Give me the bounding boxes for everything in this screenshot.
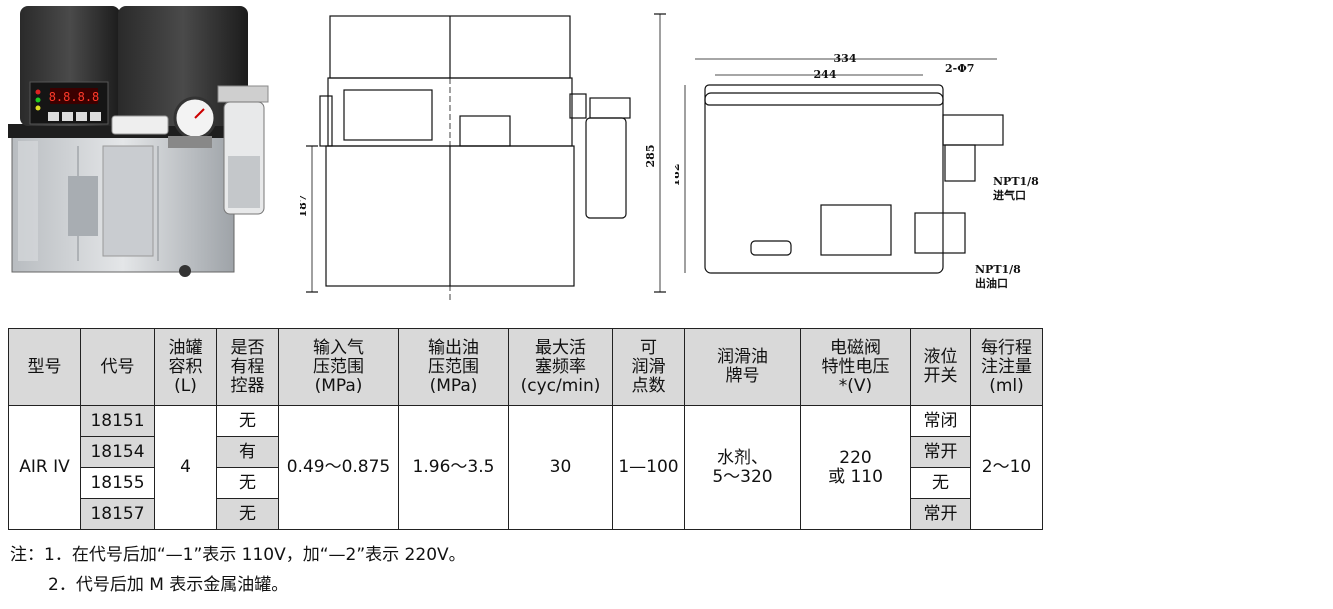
cell-code: 18157 — [80, 498, 155, 530]
cell-max-frequency: 30 — [508, 405, 613, 530]
header-controller: 是否有程控器 — [216, 328, 279, 406]
spec-table: 型号 代号 油罐容积(L) 是否有程控器 输入气压范围(MPa) 输出油压范围(… — [8, 328, 1043, 530]
table-row: 18154 有 常开 — [9, 436, 1043, 468]
top-view-drawing: 334 244 2-Φ7 182 NPT1/8 进气口 NPT1/8 出油口 — [675, 52, 1039, 290]
port-in-thread: NPT1/8 — [993, 175, 1039, 188]
header-voltage: 电磁阀特性电压*(V) — [800, 328, 911, 406]
header-lube-points: 可润滑点数 — [612, 328, 685, 406]
header-model: 型号 — [8, 328, 81, 406]
table-row: 18155 无 无 — [9, 467, 1043, 499]
header-max-frequency: 最大活塞频率(cyc/min) — [508, 328, 613, 406]
cell-controller: 无 — [216, 467, 279, 499]
cell-controller: 无 — [216, 498, 279, 530]
dim-height-tank: 187 — [300, 195, 309, 218]
cell-level-switch: 无 — [910, 467, 971, 499]
header-dose: 每行程注注量(ml) — [970, 328, 1043, 406]
table-row: 18157 无 常开 — [9, 498, 1043, 530]
port-out-label: 出油口 — [975, 276, 1008, 290]
header-input-pressure: 输入气压范围(MPa) — [278, 328, 399, 406]
cell-tank-volume: 4 — [154, 405, 217, 530]
cell-controller: 无 — [216, 405, 279, 437]
header-tank-volume: 油罐容积(L) — [154, 328, 217, 406]
cell-dose: 2～10 — [970, 405, 1043, 530]
cell-controller: 有 — [216, 436, 279, 468]
cell-lube-oil: 水剂、5～320 — [684, 405, 801, 530]
header-code: 代号 — [80, 328, 155, 406]
note-2: 2．代号后加 M 表示金属油罐。 — [48, 575, 289, 595]
port-out-thread: NPT1/8 — [975, 263, 1021, 276]
product-photo: 8.8.8.8 — [8, 6, 269, 277]
table-row: AIR IV 18151 4 无 0.49～0.875 1.96～3.5 30 … — [8, 405, 1043, 530]
cell-model: AIR IV — [8, 405, 81, 530]
display-readout: 8.8.8.8 — [49, 90, 100, 104]
header-lube-oil: 润滑油牌号 — [684, 328, 801, 406]
dim-height-total: 285 — [644, 145, 657, 168]
dim-holes: 2-Φ7 — [945, 62, 974, 75]
dim-width-mount: 244 — [814, 68, 837, 81]
cell-input-pressure: 0.49～0.875 — [278, 405, 399, 530]
front-view-drawing: 285 187 — [300, 13, 666, 301]
cell-code: 18154 — [80, 436, 155, 468]
cell-output-pressure: 1.96～3.5 — [398, 405, 509, 530]
header-output-pressure: 输出油压范围(MPa) — [398, 328, 509, 406]
table-header-row: 型号 代号 油罐容积(L) 是否有程控器 输入气压范围(MPa) 输出油压范围(… — [8, 328, 1043, 406]
cell-code: 18151 — [80, 405, 155, 437]
dim-height: 182 — [675, 164, 682, 187]
cell-level-switch: 常闭 — [910, 405, 971, 437]
header-level-switch: 液位开关 — [910, 328, 971, 406]
cell-lube-points: 1—100 — [612, 405, 685, 530]
cell-code: 18155 — [80, 467, 155, 499]
cell-level-switch: 常开 — [910, 498, 971, 530]
port-in-label: 进气口 — [993, 188, 1026, 202]
dim-width-total: 334 — [834, 52, 857, 65]
notes: 注：1．在代号后加“—1”表示 110V，加“—2”表示 220V。 2．代号后… — [10, 540, 466, 600]
note-1: 注：1．在代号后加“—1”表示 110V，加“—2”表示 220V。 — [10, 545, 466, 565]
cell-level-switch: 常开 — [910, 436, 971, 468]
